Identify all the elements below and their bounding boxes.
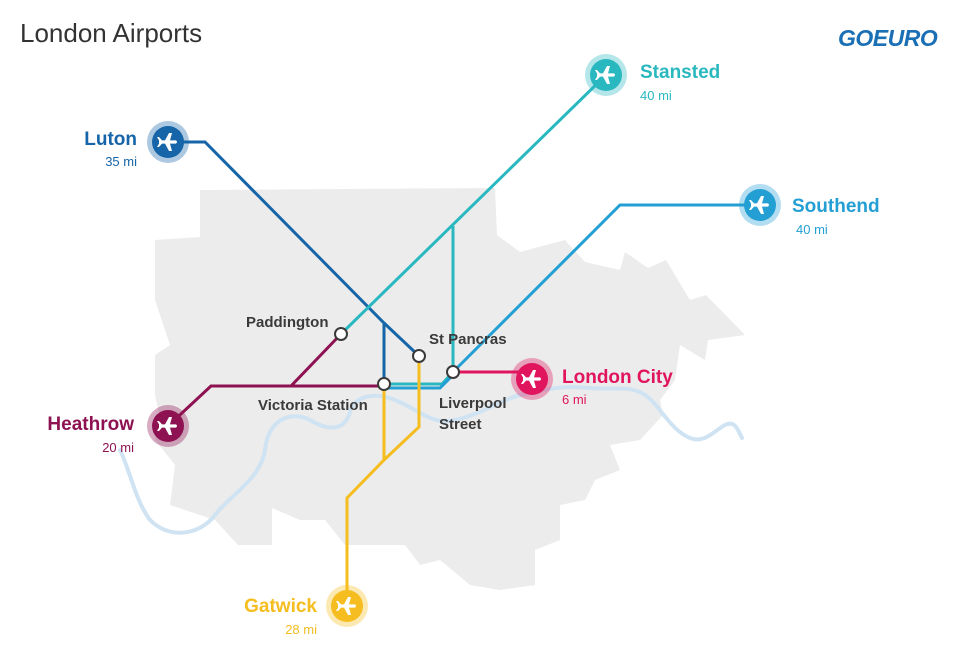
station-label-paddington: Paddington bbox=[246, 314, 329, 331]
airport-name-gatwick[interactable]: Gatwick bbox=[244, 596, 317, 617]
line-luton-stpancras bbox=[382, 321, 421, 358]
airport-distance-southend: 40 mi bbox=[796, 222, 828, 237]
line-stansted bbox=[339, 73, 608, 336]
airport-name-luton[interactable]: Luton bbox=[84, 129, 137, 150]
station-marker-liverpool-street[interactable] bbox=[446, 365, 460, 379]
station-label-st-pancras: St Pancras bbox=[429, 331, 507, 348]
line-luton bbox=[168, 140, 386, 384]
airport-name-heathrow[interactable]: Heathrow bbox=[47, 414, 134, 435]
airport-name-stansted[interactable]: Stansted bbox=[640, 62, 720, 83]
station-marker-paddington[interactable] bbox=[334, 327, 348, 341]
airport-distance-luton: 35 mi bbox=[105, 154, 137, 169]
line-heathrow bbox=[166, 384, 384, 428]
london-area-shape bbox=[155, 188, 745, 590]
brand-logo: GOEURO bbox=[838, 25, 938, 51]
airport-marker-gatwick[interactable] bbox=[326, 585, 368, 627]
airport-marker-stansted[interactable] bbox=[585, 54, 627, 96]
page-title: London Airports bbox=[20, 18, 203, 48]
airport-distance-gatwick: 28 mi bbox=[285, 622, 317, 637]
airport-marker-luton[interactable] bbox=[147, 121, 189, 163]
line-victoria-liverpool-blue bbox=[384, 373, 455, 390]
airport-marker-heathrow[interactable] bbox=[147, 405, 189, 447]
airport-distance-london-city: 6 mi bbox=[562, 392, 587, 407]
line-gatwick-stpancras bbox=[382, 356, 421, 462]
airport-name-southend[interactable]: Southend bbox=[792, 196, 880, 217]
airport-marker-london-city[interactable] bbox=[511, 358, 553, 400]
station-marker-st-pancras[interactable] bbox=[412, 349, 426, 363]
station-label-liverpool-street-2: Street bbox=[439, 416, 482, 433]
line-southend bbox=[451, 203, 760, 374]
river-thames bbox=[118, 385, 744, 535]
airport-distance-stansted: 40 mi bbox=[640, 88, 672, 103]
line-gatwick bbox=[345, 388, 386, 606]
airport-marker-southend[interactable] bbox=[739, 184, 781, 226]
airport-name-london-city[interactable]: London City bbox=[562, 367, 673, 388]
station-label-victoria: Victoria Station bbox=[258, 397, 368, 414]
airport-distance-heathrow: 20 mi bbox=[102, 440, 134, 455]
station-marker-victoria[interactable] bbox=[377, 377, 391, 391]
station-label-liverpool-street-1: Liverpool bbox=[439, 395, 507, 412]
line-heathrow-paddington bbox=[289, 332, 343, 388]
